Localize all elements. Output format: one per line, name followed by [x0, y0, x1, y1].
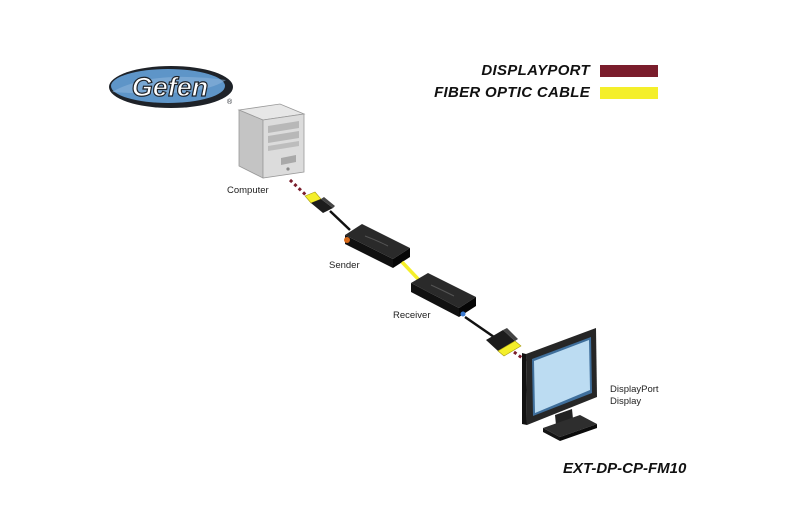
sender-unit: [344, 224, 410, 268]
sender-label: Sender: [329, 260, 360, 271]
model-number: EXT-DP-CP-FM10: [563, 460, 687, 477]
receiver-label: Receiver: [393, 310, 431, 321]
input-dp-plug: [304, 191, 351, 231]
display-monitor: [522, 328, 597, 441]
gefen-logo: Gefen ®: [109, 66, 233, 108]
display-label-line2: Display: [610, 396, 642, 407]
legend-displayport-label: DISPLAYPORT: [481, 62, 590, 79]
displayport-cable-input: [288, 178, 311, 200]
fiber-optic-cable: [400, 260, 422, 283]
legend-fiber-label: FIBER OPTIC CABLE: [434, 84, 590, 101]
gefen-logo-wordmark: Gefen: [132, 72, 209, 102]
registered-mark: ®: [227, 98, 233, 106]
legend-fiber-swatch: [600, 87, 658, 99]
computer-tower: [237, 103, 306, 179]
output-dp-plug: [486, 328, 522, 357]
receiver-unit: [411, 273, 495, 339]
computer-label: Computer: [227, 185, 269, 196]
legend-displayport-swatch: [600, 65, 658, 77]
display-label-line1: DisplayPort: [610, 384, 659, 395]
